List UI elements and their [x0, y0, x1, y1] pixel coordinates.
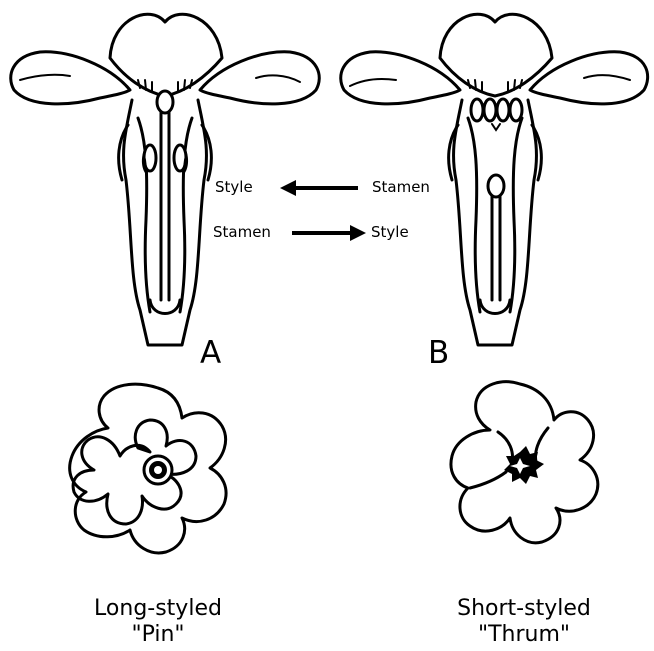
flower-a-section — [11, 14, 320, 345]
pin-flower-face — [70, 384, 226, 553]
pin-caption-line2: "Pin" — [58, 622, 258, 648]
flower-a-stigma — [157, 91, 173, 113]
flower-b-anther-3 — [497, 99, 509, 121]
flower-b-stigma — [488, 175, 504, 197]
arrow-lower-head — [350, 225, 366, 241]
label-stamen-upper: Stamen — [372, 180, 430, 195]
pin-petals — [73, 420, 196, 524]
flower-b-anther-2 — [484, 99, 496, 121]
flower-b-anther-4 — [510, 99, 522, 121]
flower-a-calyx — [124, 100, 207, 345]
thrum-flower-face — [451, 382, 598, 543]
flower-b-anther-1 — [471, 99, 483, 121]
thrum-caption-line2: "Thrum" — [424, 622, 624, 648]
arrow-upper-head — [280, 180, 296, 196]
pin-caption-line1: Long-styled — [58, 596, 258, 622]
panel-b-label: B — [428, 338, 449, 369]
label-stamen-lower: Stamen — [213, 225, 271, 240]
label-style-upper: Style — [215, 180, 253, 195]
panel-a-label: A — [200, 338, 221, 369]
label-style-lower: Style — [371, 225, 409, 240]
flower-b-style — [492, 196, 500, 300]
arrows — [280, 180, 366, 241]
flower-a-style — [161, 110, 169, 300]
thrum-caption-line1: Short-styled — [424, 596, 624, 622]
flower-b-calyx — [454, 100, 537, 345]
